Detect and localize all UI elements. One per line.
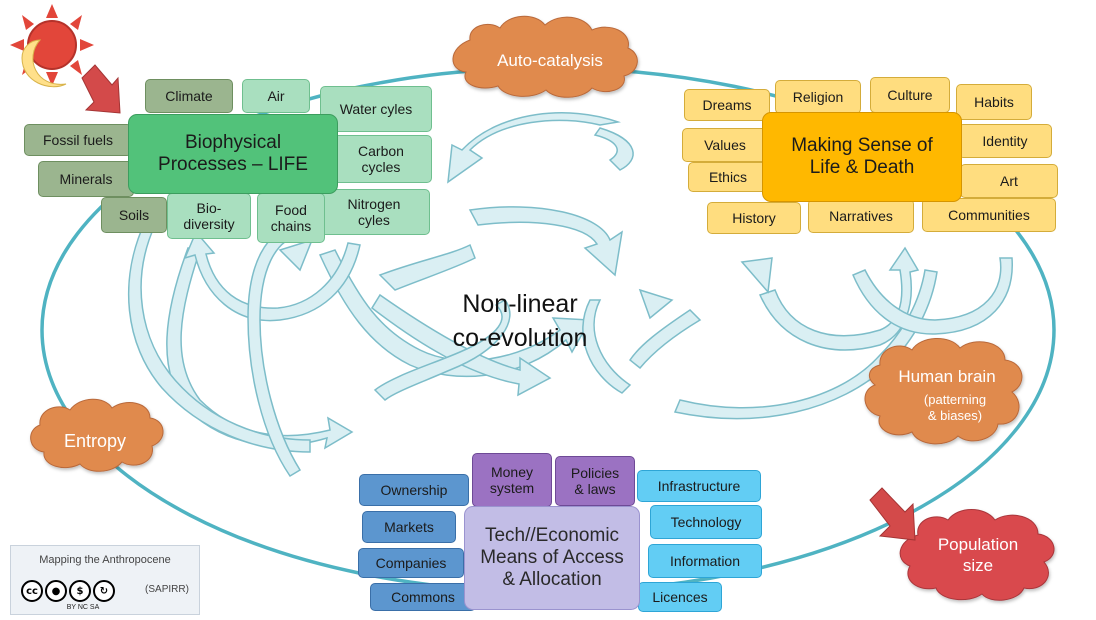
item-biodiversity: Bio- diversity bbox=[167, 193, 251, 239]
item-licences: Licences bbox=[638, 582, 722, 612]
auto-catalysis-cloud bbox=[452, 15, 638, 98]
item-ownership: Ownership bbox=[359, 474, 469, 506]
item-commons: Commons bbox=[370, 583, 476, 611]
item-art: Art bbox=[960, 164, 1058, 198]
flow-arrow bbox=[758, 246, 920, 351]
sa-icon: ↻ bbox=[93, 580, 115, 602]
flow-arrow bbox=[447, 112, 619, 184]
logo-org: (SAPIRR) bbox=[145, 584, 189, 595]
item-minerals: Minerals bbox=[38, 161, 134, 197]
flow-arrow bbox=[127, 221, 311, 453]
sun-arrow bbox=[81, 64, 121, 114]
flow-arrow bbox=[318, 249, 592, 378]
item-history: History bbox=[707, 202, 801, 234]
human-brain-label: Human brain bbox=[898, 367, 996, 386]
flow-arrow bbox=[628, 309, 702, 370]
entropy-cloud bbox=[30, 398, 164, 472]
entropy-label: Entropy bbox=[63, 431, 127, 451]
flow-arrow bbox=[278, 238, 314, 272]
item-nitrogen-cycles: Nitrogen cyles bbox=[318, 189, 430, 235]
item-habits: Habits bbox=[956, 84, 1032, 120]
auto-catalysis-label: Auto-catalysis bbox=[497, 51, 603, 70]
center-label: Non-linear co-evolution bbox=[452, 290, 588, 352]
flow-arrow bbox=[378, 243, 476, 291]
item-dreams: Dreams bbox=[684, 89, 770, 121]
item-communities: Communities bbox=[922, 198, 1056, 232]
logo-title: Mapping the Anthropocene bbox=[39, 554, 171, 566]
human-brain-sublabel: (patterning & biases) bbox=[923, 392, 987, 424]
item-fossil-fuels: Fossil fuels bbox=[24, 124, 132, 156]
making-sense-node: Making Sense of Life & Death bbox=[762, 112, 962, 202]
flow-arrow bbox=[371, 293, 552, 397]
item-air: Air bbox=[242, 79, 310, 113]
cc-icon: cc bbox=[21, 580, 43, 602]
item-narratives: Narratives bbox=[808, 199, 914, 233]
item-policies-laws: Policies & laws bbox=[555, 456, 635, 506]
sun-moon-icon bbox=[10, 4, 94, 88]
item-information: Information bbox=[648, 544, 762, 578]
flow-arrow bbox=[740, 257, 773, 294]
flow-arrow bbox=[852, 257, 1013, 335]
flow-arrow bbox=[183, 230, 361, 322]
population-cloud bbox=[899, 509, 1055, 601]
item-climate: Climate bbox=[145, 79, 233, 113]
item-ethics: Ethics bbox=[688, 162, 768, 192]
item-carbon-cycles: Carbon cycles bbox=[330, 135, 432, 183]
item-infrastructure: Infrastructure bbox=[637, 470, 761, 502]
flow-arrow bbox=[373, 299, 511, 402]
flow-arrow bbox=[673, 269, 938, 420]
flow-arrow bbox=[638, 288, 674, 320]
item-money-system: Money system bbox=[472, 453, 552, 507]
by-icon: ● bbox=[45, 580, 67, 602]
item-companies: Companies bbox=[358, 548, 464, 578]
item-religion: Religion bbox=[775, 80, 861, 114]
population-arrow bbox=[869, 487, 916, 541]
flow-arrows bbox=[127, 112, 1013, 478]
item-water-cycles: Water cyles bbox=[320, 86, 432, 132]
population-label: Population size bbox=[937, 535, 1019, 576]
cc-labels: BY NC SA bbox=[66, 604, 100, 611]
biophysical-processes-node: Biophysical Processes – LIFE bbox=[128, 114, 338, 194]
tech-economic-node: Tech//Economic Means of Access & Allocat… bbox=[464, 506, 640, 610]
item-soils: Soils bbox=[101, 197, 167, 233]
flow-arrow bbox=[468, 206, 624, 277]
item-culture: Culture bbox=[870, 77, 950, 113]
item-values: Values bbox=[682, 128, 768, 162]
human-brain-cloud bbox=[864, 338, 1023, 445]
item-technology: Technology bbox=[650, 505, 762, 539]
flow-arrow bbox=[166, 247, 354, 450]
item-markets: Markets bbox=[362, 511, 456, 543]
item-food-chains: Food chains bbox=[257, 193, 325, 243]
item-identity: Identity bbox=[958, 124, 1052, 158]
flow-arrow bbox=[593, 127, 634, 171]
license-logo: Mapping the Anthropocene (SAPIRR) cc ● $… bbox=[10, 545, 200, 615]
nc-icon: $ bbox=[69, 580, 91, 602]
flow-arrow bbox=[247, 221, 302, 478]
flow-arrow bbox=[582, 299, 632, 394]
